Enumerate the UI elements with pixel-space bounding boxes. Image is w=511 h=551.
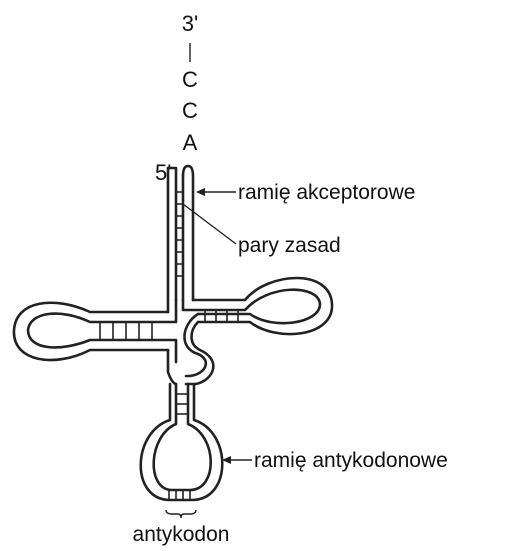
base-pairs-pointer [182, 203, 237, 245]
acceptor-base-pairs [176, 191, 183, 277]
base-a: A [183, 130, 198, 155]
three-prime-label: 3' [182, 11, 198, 36]
acceptor-arm-arrowhead [196, 188, 205, 196]
acceptor-stem [166, 164, 195, 314]
anticodon-brace [165, 509, 197, 519]
anticodon-arm [139, 382, 224, 502]
base-c-2: C [182, 98, 198, 123]
t-arm [181, 276, 334, 336]
base-c-1: C [182, 67, 198, 92]
d-arm [12, 298, 178, 364]
base-pairs-label: pary zasad [238, 234, 341, 257]
anticodon-label: antykodon [133, 523, 230, 546]
anticodon-bases [168, 490, 191, 500]
t-arm-base-pairs [204, 310, 239, 322]
acceptor-arm-label: ramię akceptorowe [238, 181, 415, 204]
anticodon-arm-label: ramię antykodonowe [254, 449, 448, 472]
anticodon-stem-base-pairs [176, 393, 188, 415]
d-arm-base-pairs [99, 322, 153, 340]
anticodon-arm-arrowhead [222, 456, 231, 464]
